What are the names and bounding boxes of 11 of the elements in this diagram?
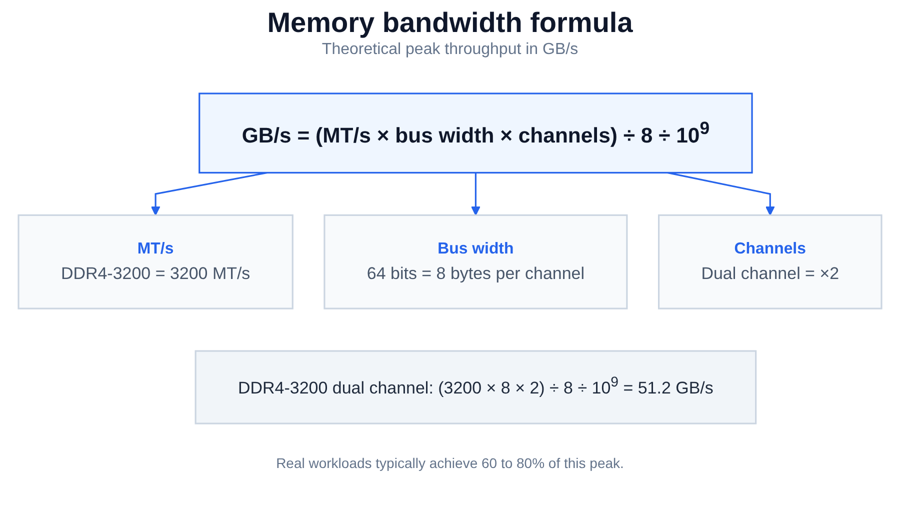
node-box: Bus width 64 bits = 8 bytes per channel — [324, 214, 628, 309]
node-box: Channels Dual channel = ×2 — [658, 214, 882, 309]
subtitle: Theoretical peak throughput in GB/s — [322, 40, 578, 60]
node-box: DDR4-3200 dual channel: (3200 × 8 × 2) ÷ 8 ÷ 10$^{9}$ = 51.2 GB/s — [194, 350, 757, 424]
arrow — [667, 171, 775, 216]
node-box: MT/s DDR4-3200 = 3200 MT/s — [18, 214, 294, 309]
caption-note: Real workloads typically achieve 60 to 80% of this peak. — [276, 454, 624, 472]
title: Memory bandwidth formula — [267, 6, 633, 40]
arrow — [150, 171, 268, 216]
node-box: GB/s = (MT/s × bus width × channels) ÷ 8 ÷ 10$^{9}$ — [198, 92, 753, 173]
arrow — [471, 172, 480, 216]
